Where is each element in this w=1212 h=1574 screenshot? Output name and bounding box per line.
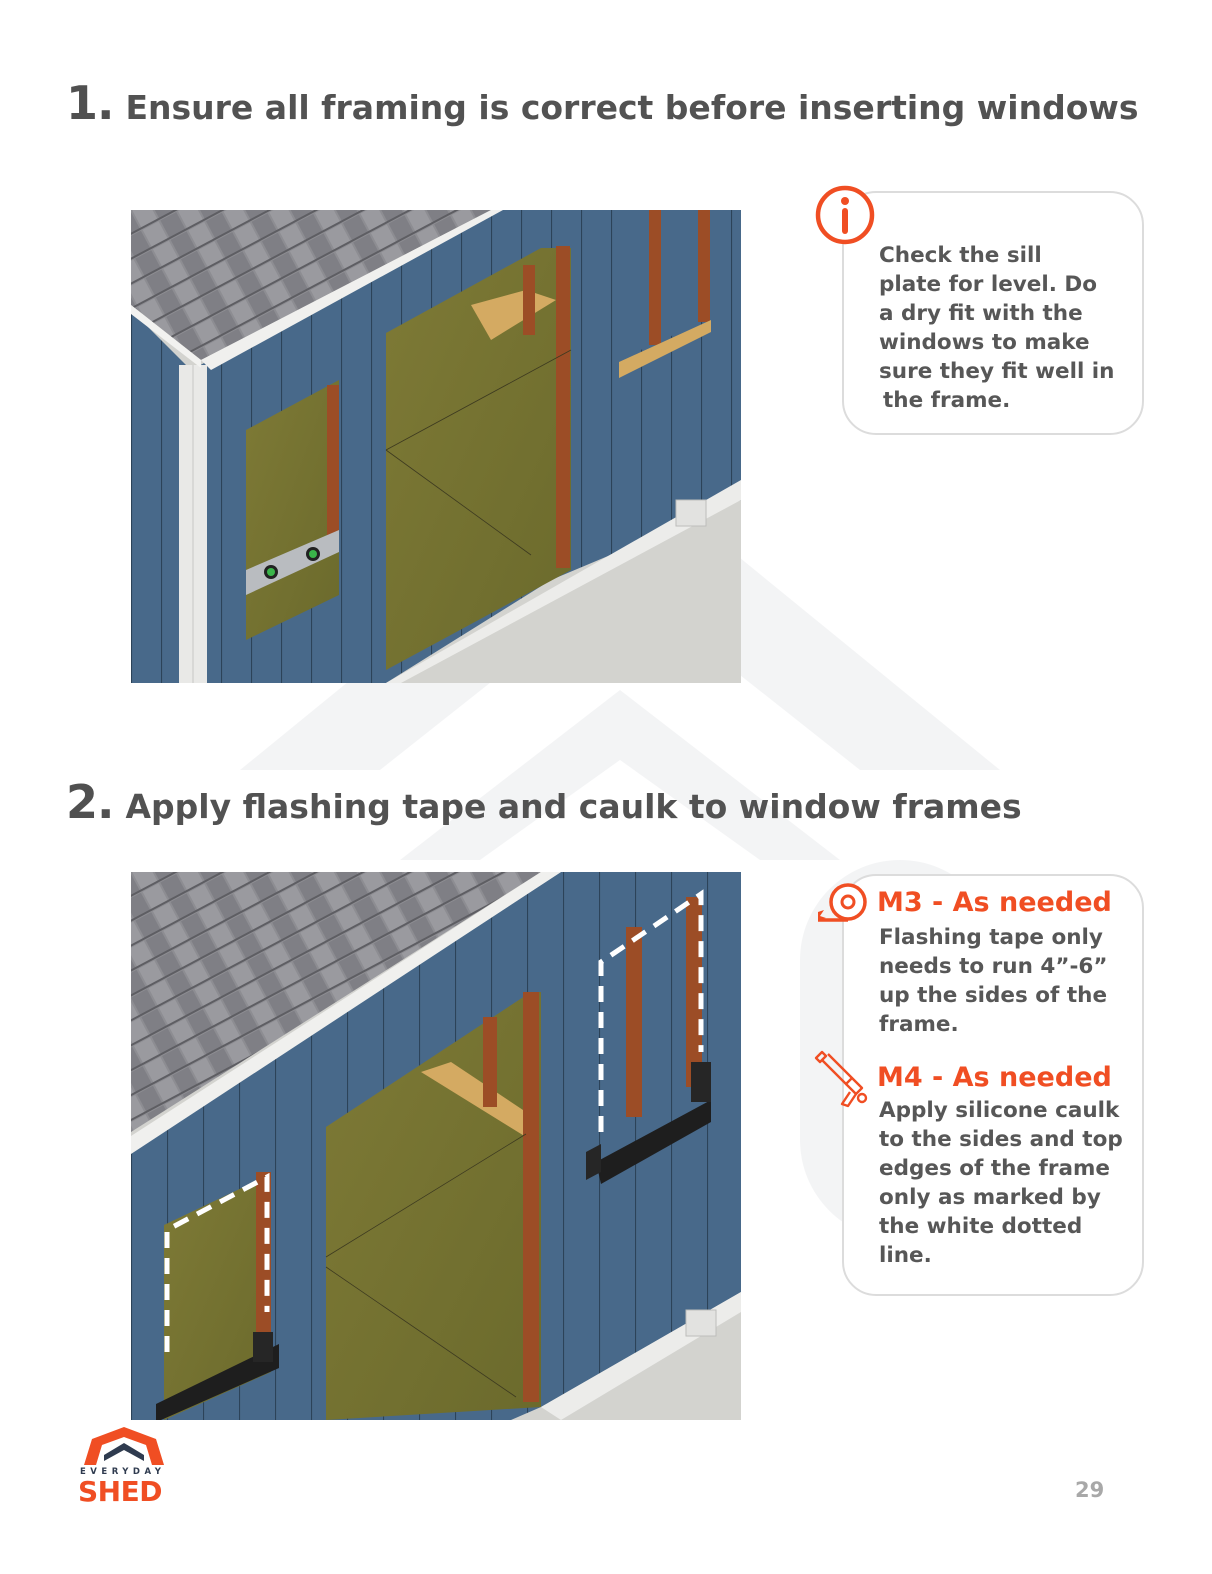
step-2-illustration (131, 872, 741, 1420)
note-line: sure they fit well in (879, 359, 1115, 384)
material-m3-text: Flashing tape only needs to run 4”-6” up… (879, 923, 1129, 1039)
note-line: Flashing tape only (879, 925, 1103, 950)
logo-bottom-text: SHED (78, 1475, 162, 1508)
note-line: Check the sill (879, 243, 1042, 268)
note-line: plate for level. Do (879, 272, 1098, 297)
note-line: a dry fit with the (879, 301, 1083, 326)
step-2-materials-card (842, 874, 1144, 1296)
note-line: Apply silicone caulk (879, 1098, 1120, 1123)
note-line: up the sides of the (879, 983, 1108, 1008)
step-1-heading: Ensure all framing is correct before ins… (125, 88, 1139, 127)
note-line: frame. (879, 1012, 959, 1037)
step-1-illustration (131, 210, 741, 683)
info-icon (815, 185, 875, 245)
note-line: windows to make (879, 330, 1090, 355)
step-1-number: 1. (66, 76, 114, 130)
step-2-title: 2. Apply flashing tape and caulk to windo… (66, 775, 1022, 829)
page-number: 29 (1075, 1478, 1105, 1502)
note-line: needs to run 4”-6” (879, 954, 1108, 979)
note-line: the frame. (883, 388, 1011, 413)
note-line: to the sides and top (879, 1127, 1123, 1152)
step-2-number: 2. (66, 775, 114, 829)
step-1-note-card: Check the sill plate for level. Do a dry… (842, 191, 1144, 435)
note-line: line. (879, 1243, 932, 1268)
tape-roll-icon (818, 883, 867, 922)
step-1-title: 1. Ensure all framing is correct before i… (66, 76, 1139, 130)
step-2-heading: Apply flashing tape and caulk to window … (125, 787, 1022, 826)
caulk-gun-icon (814, 1050, 868, 1108)
barn-roof-logo-icon (84, 1427, 164, 1465)
material-m4-text: Apply silicone caulk to the sides and to… (879, 1096, 1141, 1270)
note-line: the white dotted (879, 1214, 1083, 1239)
material-m3-heading: M3 - As needed (877, 887, 1112, 918)
material-m4-heading: M4 - As needed (877, 1062, 1112, 1093)
note-line: edges of the frame (879, 1156, 1110, 1181)
step-1-note-text: Check the sill plate for level. Do a dry… (879, 241, 1129, 415)
everyday-shed-logo: EVERYDAY SHED (78, 1425, 170, 1508)
logo-top-text: EVERYDAY (80, 1467, 166, 1477)
note-line: only as marked by (879, 1185, 1101, 1210)
